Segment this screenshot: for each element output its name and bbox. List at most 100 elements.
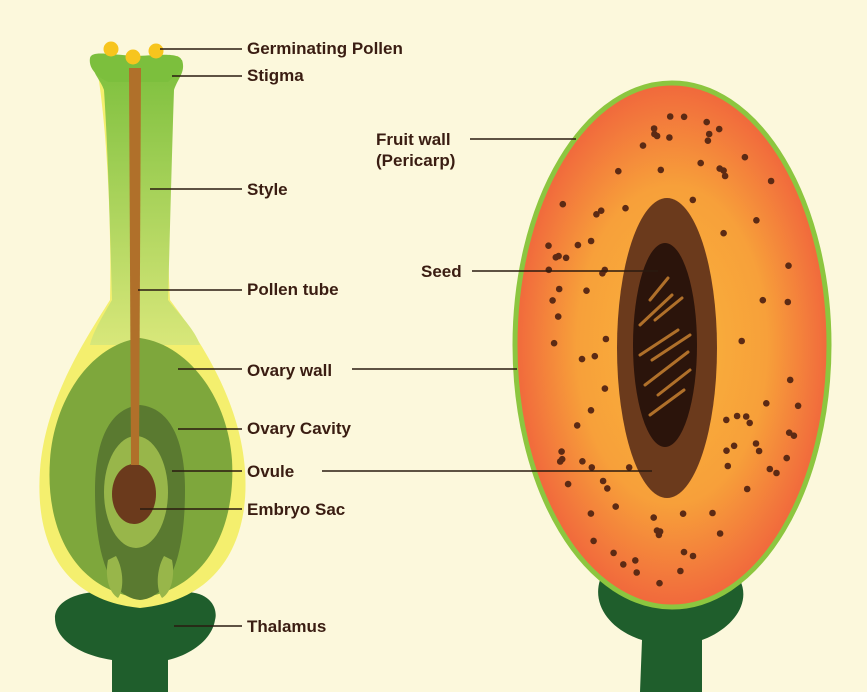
label-stigma: Stigma [247, 66, 304, 85]
ovule-lobe-right [157, 556, 174, 598]
speckle [622, 204, 629, 212]
speckle [705, 130, 713, 138]
speckle [545, 266, 553, 274]
speckle [733, 412, 741, 420]
label-embryo-sac: Embryo Sac [247, 500, 345, 519]
speckle [651, 130, 658, 138]
speckle [680, 113, 688, 121]
speckle [715, 125, 723, 133]
speckle [746, 419, 753, 427]
speckle [666, 134, 673, 141]
speckle [558, 448, 565, 455]
speckle [724, 462, 732, 470]
speckle [587, 237, 595, 245]
speckle [604, 485, 611, 492]
speckle [564, 480, 572, 488]
label-seed: Seed [421, 262, 462, 281]
speckle [680, 548, 688, 556]
ovule-lobe-left [106, 556, 123, 598]
speckle [790, 432, 798, 440]
speckle [615, 167, 622, 175]
label-ovule: Ovule [247, 462, 294, 481]
leader-lines [138, 48, 658, 627]
speckle [723, 447, 730, 455]
speckle [579, 458, 586, 465]
speckle [578, 355, 586, 363]
speckle [656, 579, 663, 587]
pollen-grain [125, 49, 141, 65]
speckle [601, 385, 609, 392]
speckle [593, 211, 600, 218]
speckle [601, 266, 609, 274]
speckle [752, 440, 760, 447]
speckle [591, 352, 599, 360]
fruit-stalk [598, 580, 744, 692]
speckle [632, 557, 639, 564]
speckle [620, 561, 627, 568]
label-pericarp: (Pericarp) [376, 151, 455, 170]
speckle [704, 137, 712, 144]
speckle [716, 530, 724, 537]
speckle [666, 113, 674, 120]
speckle [786, 376, 794, 384]
speckle [650, 514, 657, 521]
speckle [555, 285, 563, 293]
speckle [657, 166, 665, 174]
speckle [656, 528, 664, 535]
label-pollen-tube: Pollen tube [247, 280, 339, 299]
speckle [679, 510, 687, 517]
speckle [759, 296, 767, 304]
speckle [583, 287, 590, 295]
pollen-grain [148, 43, 164, 59]
pollen-tube [129, 68, 141, 465]
speckle [785, 429, 793, 437]
speckle [709, 509, 716, 517]
stigma [89, 53, 182, 82]
speckle [677, 567, 684, 575]
speckle [689, 196, 697, 204]
speckle [552, 253, 560, 261]
speckle [625, 464, 633, 471]
speckle [587, 407, 595, 414]
speckle [602, 335, 610, 343]
speckle [562, 254, 570, 262]
speckle [763, 400, 770, 407]
speckle [587, 510, 595, 517]
speckle [742, 413, 750, 420]
speckle [573, 422, 581, 429]
speckle [794, 402, 802, 410]
speckle [610, 549, 617, 557]
speckle [650, 125, 658, 132]
speckle [612, 503, 619, 510]
speckle [723, 416, 730, 424]
speckle [558, 455, 566, 463]
label-ovary-wall: Ovary wall [247, 361, 332, 380]
speckle [554, 313, 562, 320]
pericarp-speckles [545, 113, 802, 587]
speckle [599, 477, 607, 485]
speckle [633, 569, 640, 576]
speckle [753, 217, 760, 224]
speckle [559, 200, 567, 208]
seed-embryo-streaks [638, 276, 692, 417]
speckle [590, 537, 597, 545]
pollen-grain [103, 41, 119, 57]
speckle [574, 241, 582, 249]
speckle [545, 242, 552, 249]
label-thalamus: Thalamus [247, 617, 326, 636]
speckle [697, 159, 704, 167]
flower-section [39, 41, 246, 692]
speckle [597, 207, 605, 214]
labels: Germinating Pollen Stigma Style Pollen t… [247, 39, 462, 636]
label-style: Style [247, 180, 288, 199]
speckle [773, 469, 780, 477]
speckle [767, 177, 775, 185]
speckle [588, 464, 596, 471]
label-fruit-wall: Fruit wall [376, 130, 451, 149]
speckle [720, 229, 727, 237]
speckle [766, 465, 774, 473]
label-ovary-cavity: Ovary Cavity [247, 419, 351, 438]
speckle [730, 442, 738, 450]
speckle [783, 454, 790, 462]
